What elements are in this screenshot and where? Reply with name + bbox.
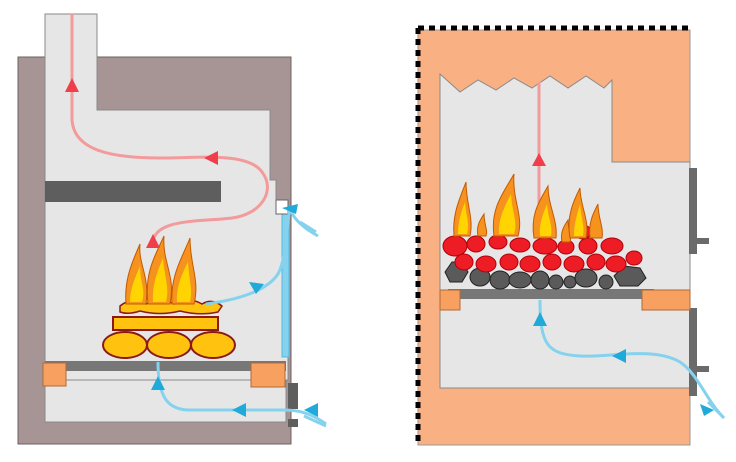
hot-flow-arrow bbox=[204, 151, 218, 165]
flame bbox=[589, 203, 603, 239]
grate-bar bbox=[448, 289, 654, 299]
flame bbox=[130, 266, 144, 302]
grate-support-left bbox=[42, 362, 67, 387]
open-fireplace-panel bbox=[17, 13, 327, 445]
grate-support-right bbox=[250, 362, 286, 388]
ember bbox=[509, 237, 531, 253]
ember bbox=[466, 235, 486, 253]
ember bbox=[578, 237, 598, 255]
coal-lump bbox=[548, 274, 564, 290]
hot-flue-gas-path bbox=[70, 14, 269, 247]
hot-flow-arrow bbox=[146, 234, 160, 248]
ash-door-vent bbox=[288, 419, 298, 427]
cold-flow-arrow bbox=[700, 404, 714, 416]
flame bbox=[539, 204, 552, 236]
upper-door-handle bbox=[697, 238, 709, 244]
log bbox=[146, 331, 192, 359]
ember bbox=[442, 235, 468, 257]
coal-lump bbox=[508, 271, 532, 289]
coal-lump bbox=[598, 274, 614, 290]
embers bbox=[442, 224, 643, 273]
hot-flow-arrow bbox=[532, 153, 546, 166]
flame bbox=[176, 262, 192, 302]
flame bbox=[152, 258, 168, 302]
cold-air-intake bbox=[299, 220, 317, 234]
coal-lump bbox=[563, 275, 577, 289]
cold-flow-arrow bbox=[612, 349, 626, 363]
ash-door bbox=[288, 383, 298, 409]
upper-door bbox=[689, 168, 697, 254]
log bbox=[112, 316, 219, 331]
cold-flow-arrow bbox=[533, 312, 547, 326]
cold-flow-arrow bbox=[282, 204, 298, 214]
grate-support-right bbox=[641, 289, 691, 311]
ember bbox=[499, 253, 519, 271]
cold-air-intake bbox=[706, 400, 726, 420]
cold-flow-arrow bbox=[232, 403, 246, 417]
coal-bed bbox=[444, 261, 647, 290]
hot-flow-arrow bbox=[65, 78, 79, 92]
cold-flow-arrow bbox=[249, 282, 264, 294]
flame bbox=[561, 218, 572, 243]
grate-support-left bbox=[439, 289, 461, 311]
flame bbox=[477, 212, 488, 237]
ember bbox=[532, 237, 558, 255]
coal-lump bbox=[530, 270, 550, 290]
ember bbox=[563, 255, 585, 273]
ember bbox=[605, 255, 627, 273]
ember bbox=[600, 237, 624, 255]
lower-door-handle bbox=[697, 366, 709, 372]
lower-door bbox=[689, 308, 697, 396]
cold-flow-arrow bbox=[304, 403, 318, 417]
ember bbox=[488, 234, 508, 250]
log bbox=[190, 331, 236, 359]
ember bbox=[475, 255, 497, 273]
closed-stove-panel bbox=[415, 25, 726, 446]
ember bbox=[542, 253, 562, 271]
flame bbox=[498, 194, 516, 234]
smoke-shelf bbox=[45, 181, 221, 202]
flames bbox=[453, 173, 603, 243]
cold-flow-arrow bbox=[151, 376, 165, 390]
grate-bar bbox=[45, 361, 286, 371]
log bbox=[102, 331, 148, 359]
ember bbox=[586, 253, 606, 271]
cold-air-duct-path bbox=[205, 207, 319, 306]
ember bbox=[454, 253, 474, 271]
cold-air-intake-lower bbox=[303, 414, 327, 428]
flame bbox=[574, 204, 584, 236]
ember bbox=[519, 255, 541, 273]
flame bbox=[458, 202, 469, 234]
coal-lump bbox=[574, 268, 598, 288]
coal-lump bbox=[489, 270, 511, 290]
ember bbox=[625, 250, 643, 266]
